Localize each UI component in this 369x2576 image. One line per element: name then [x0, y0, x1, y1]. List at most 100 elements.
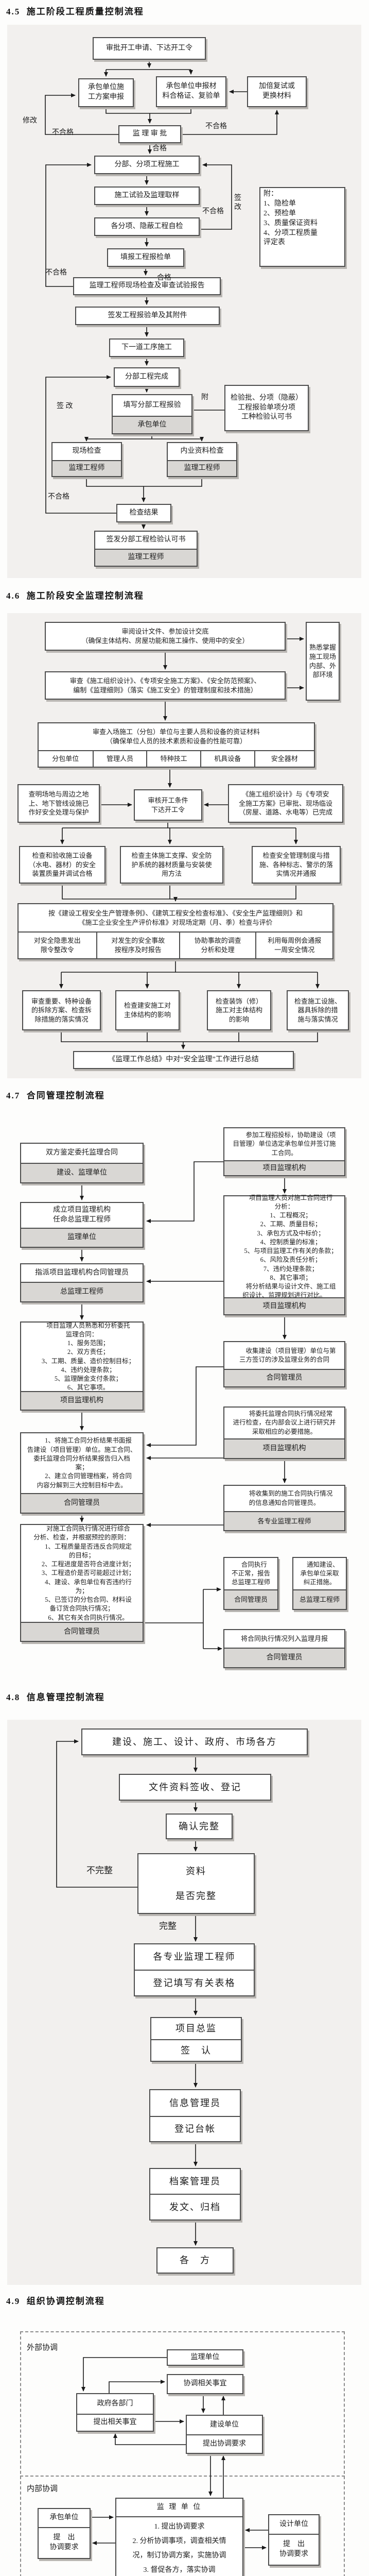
- label-modify: 修改: [23, 117, 37, 125]
- node-start-conditions: 审核开工条件 下达开工令: [134, 789, 202, 821]
- node-assign-contract-manager: 指派项目监理机构合同管理员 总监理工程师: [20, 1263, 144, 1302]
- node-check-safety-system: 检查安全管理制度与措 施、各种标志、警示的落 实情况并通报: [252, 846, 341, 884]
- node-text: 审核开工条件 下达开工令: [148, 796, 188, 814]
- label-pass-1: 合格: [152, 145, 167, 152]
- node-fill-division-report: 填写分部工程报验 承包单位: [112, 394, 192, 434]
- node-issue-acceptance: 签发分部工程检验认可书 监理工程师: [94, 531, 198, 567]
- node-role: 提出相关事宜: [77, 2414, 153, 2431]
- node-text: 填写分部工程报验: [123, 401, 181, 409]
- cell-row: 分包单位 管理人员 特种技工 机具设备 安全器材: [39, 750, 314, 767]
- node-role: 总监理工程师: [21, 1282, 143, 1301]
- node-site-check-report: 监理工程师现场检查及审查试验报告: [73, 277, 221, 295]
- node-government-departments: 政府各部门 提出相关事宜: [76, 2393, 154, 2432]
- label-fail-loop: 不合格: [45, 269, 67, 277]
- node-inspection-form: 填报工程报检单: [107, 248, 184, 267]
- node-check-supports: 检查主体施工支撑、安全防 护系统的器材质量与安装使 用方法: [120, 846, 223, 884]
- node-text: 1、将施工合同分析结果书面报 告建设（项目管理）单位。施工合同、 委托监理合同分…: [27, 1437, 137, 1489]
- node-text: 将收集到的施工合同执行情况 的信息通知合同管理员。: [249, 1490, 333, 1506]
- node-analyze-construction-contract: 项目监理人员对施工合同进行 分析： 1、工程概况； 2、工期、质量目标； 3、承…: [223, 1194, 345, 1315]
- node-self-inspection: 各分项、隐蔽工程自检: [94, 217, 200, 236]
- node-role: 合同管理员: [21, 1622, 143, 1641]
- label-attachment: 附: [201, 394, 208, 401]
- node-role: 项目监理机构: [224, 1438, 344, 1458]
- node-review-subcontractors: 审查入场施工（分包）单位与主要人员和设备的资证材料 （确保单位人员的技术素质和设…: [38, 722, 315, 768]
- node-next-process: 下一道工序施工: [109, 338, 184, 357]
- node-check-decoration-impact: 检查装饰（修） 施工对主体结构 的影响: [207, 990, 271, 1030]
- node-text: 文件资料签收、登记: [149, 1782, 241, 1792]
- node-text: 检查安全管理制度与措 施、各种标志、警示的落 实情况并通报: [259, 852, 333, 878]
- node-text: 现场检查: [72, 447, 101, 455]
- node-text: 签发工程报验单及其附件: [108, 311, 187, 319]
- node-text: 承包单位申报材 料合格证、复验单: [162, 82, 220, 100]
- node-text: 监 理 审 批: [132, 130, 167, 138]
- node-role: 合同管理员: [224, 1369, 344, 1386]
- node-text: 检查装饰（修） 施工对主体结构 的影响: [215, 997, 262, 1023]
- node-coordinate-matters: 协调相关事宜: [167, 2374, 243, 2394]
- cell-special-workers: 特种技工: [146, 751, 200, 767]
- node-text: 项目监理人员熟悉和分析委托 监理合同： 1、服务范围； 2、双方责任； 3、工期…: [41, 1321, 135, 1392]
- node-text: 将合同执行情况列入监理月报: [240, 1635, 328, 1643]
- node-text: 检验批、分项（隐蔽） 工程报验单项分项 工种检验认可书: [231, 394, 303, 421]
- node-text: 《监理工作总结》中对“安全监理”工作进行总结: [108, 1056, 259, 1064]
- node-report-analysis-archive: 1、将施工合同分析结果书面报 告建设（项目管理）单位。施工合同、 委托监理合同分…: [20, 1432, 144, 1514]
- node-archive-manager: 档案管理员 发文、归档: [149, 2168, 241, 2221]
- node-role: 项目监理机构: [224, 1297, 344, 1314]
- node-text: 填报工程报检单: [120, 253, 171, 261]
- node-role: 签 认: [151, 2039, 241, 2061]
- label-complete: 完整: [159, 1921, 177, 1931]
- node-text: 监 理 单 位: [156, 2503, 202, 2511]
- node-notify-contract-manager: 将收集到的施工合同执行情况 的信息通知合同管理员。 各专业监理工程师: [223, 1485, 345, 1531]
- node-text: 审查重要、特种设备 的拆除方案、检查拆 除措施的落实情况: [31, 997, 92, 1023]
- node-text: 项目总监: [175, 2023, 217, 2034]
- node-text: 审查《施工组织设计》、《专项安全施工方案》、《安全防范预案》、 编制《监理细则》…: [69, 676, 261, 694]
- node-text: 签发分部工程检验认可书: [106, 536, 186, 544]
- node-check-construction-impact: 检查建安施工对 主体结构的影响: [115, 990, 180, 1030]
- node-role: 提 出 协调要求: [39, 2527, 90, 2558]
- heading-4-9: 4.9 组织协调控制流程: [6, 2296, 105, 2306]
- node-collect-third-party-contracts: 收集建设（项目管理）单位与第 三方签订的涉及监理业务的合同 合同管理员: [223, 1341, 345, 1387]
- node-role: 合同管理员: [224, 1589, 277, 1609]
- node-supervisor-approval: 监 理 审 批: [118, 125, 181, 143]
- node-batch-acceptance-note: 检验批、分项（隐蔽） 工程报验单项分项 工种检验认可书: [224, 385, 309, 431]
- node-text: 指派项目监理机构合同管理员: [35, 1268, 129, 1277]
- node-text: 审查入场施工（分包）单位与主要人员和设备的资证材料 （确保单位人员的技术素质和设…: [92, 728, 260, 745]
- node-text: 施工试验及监理取样: [114, 191, 180, 199]
- coordination-frame: [20, 2331, 345, 2576]
- label-fail-right: 不合格: [205, 123, 227, 130]
- cell-subcontractor: 分包单位: [52, 755, 79, 763]
- node-text: 各专业监理工程师: [153, 1952, 236, 1962]
- node-text: 按《建设工程安全生产管理条例》、《建筑工程安全检查标准》、《安全生产监理细则》和…: [48, 909, 303, 926]
- node-confirm-complete: 确认完整: [166, 1814, 233, 1839]
- node-text: 检查结果: [129, 509, 159, 517]
- node-role: 监理工程师: [168, 460, 236, 476]
- cell-weekly-brief: 利用每周例会通报 一周安全情况: [255, 933, 332, 958]
- node-work-summary: 《监理工作总结》中对“安全监理”工作进行总结: [73, 1051, 294, 1069]
- node-role: 提 出 协调要求: [269, 2534, 319, 2565]
- node-role: 合同管理员: [21, 1493, 143, 1513]
- node-role: 发文、归档: [150, 2194, 240, 2219]
- heading-4-6: 4.6 施工阶段安全监理控制流程: [6, 591, 144, 601]
- node-text: 成立项目监理机构 任命总监理工程师: [53, 1206, 111, 1224]
- node-site-pipelines: 查明场地与周边之地 上、地下管线设施已 作好安全处理与保护: [17, 784, 100, 823]
- node-text: 建设单位: [210, 2420, 239, 2429]
- node-material-certs: 承包单位申报材 料合格证、复验单: [156, 76, 226, 107]
- node-data-complete-decision: 资料 是否完整: [137, 1853, 255, 1914]
- node-text: 检查主体施工支撑、安全防 护系统的器材质量与安装使 用方法: [131, 852, 212, 878]
- node-review-demolition: 审查重要、特种设备 的拆除方案、检查拆 除措施的落实情况: [22, 990, 101, 1030]
- node-text: 项目监理人员对施工合同进行 分析： 1、工程概况； 2、工期、质量目标； 3、承…: [242, 1194, 338, 1299]
- cell-accident-report: 对发生的安全事故 按程序及时报告: [96, 933, 179, 958]
- node-review-design-docs: 审阅设计文件、参加设计交底 （确保主体结构、房屋功能和施工操作、使用中的安全）: [45, 622, 286, 651]
- node-check-result: 检查结果: [116, 504, 171, 522]
- node-text: 监理单位: [190, 2353, 220, 2361]
- node-all-parties-final: 各 方: [156, 2247, 234, 2274]
- node-document-sign-in: 文件资料签收、登记: [119, 1774, 271, 1801]
- label-fail-result: 不合格: [48, 493, 69, 501]
- node-specialty-engineers: 各专业监理工程师 登记填写有关表格: [134, 1943, 255, 1996]
- node-text: 承包单位: [49, 2514, 79, 2522]
- node-role: 承包单位: [113, 416, 191, 433]
- node-text: 分部、分项工程施工: [114, 160, 180, 168]
- node-comprehensive-analysis: 对施工合同执行情况进行综合 分析、检查，并根据预控的原则： 1、工程质量是否违反…: [20, 1524, 144, 1642]
- node-role: 各专业监理工程师: [224, 1511, 344, 1530]
- cell-accident-assist: 协助事故的调查 分析和处理: [179, 933, 256, 958]
- label-sign-change: 签 改: [57, 402, 73, 410]
